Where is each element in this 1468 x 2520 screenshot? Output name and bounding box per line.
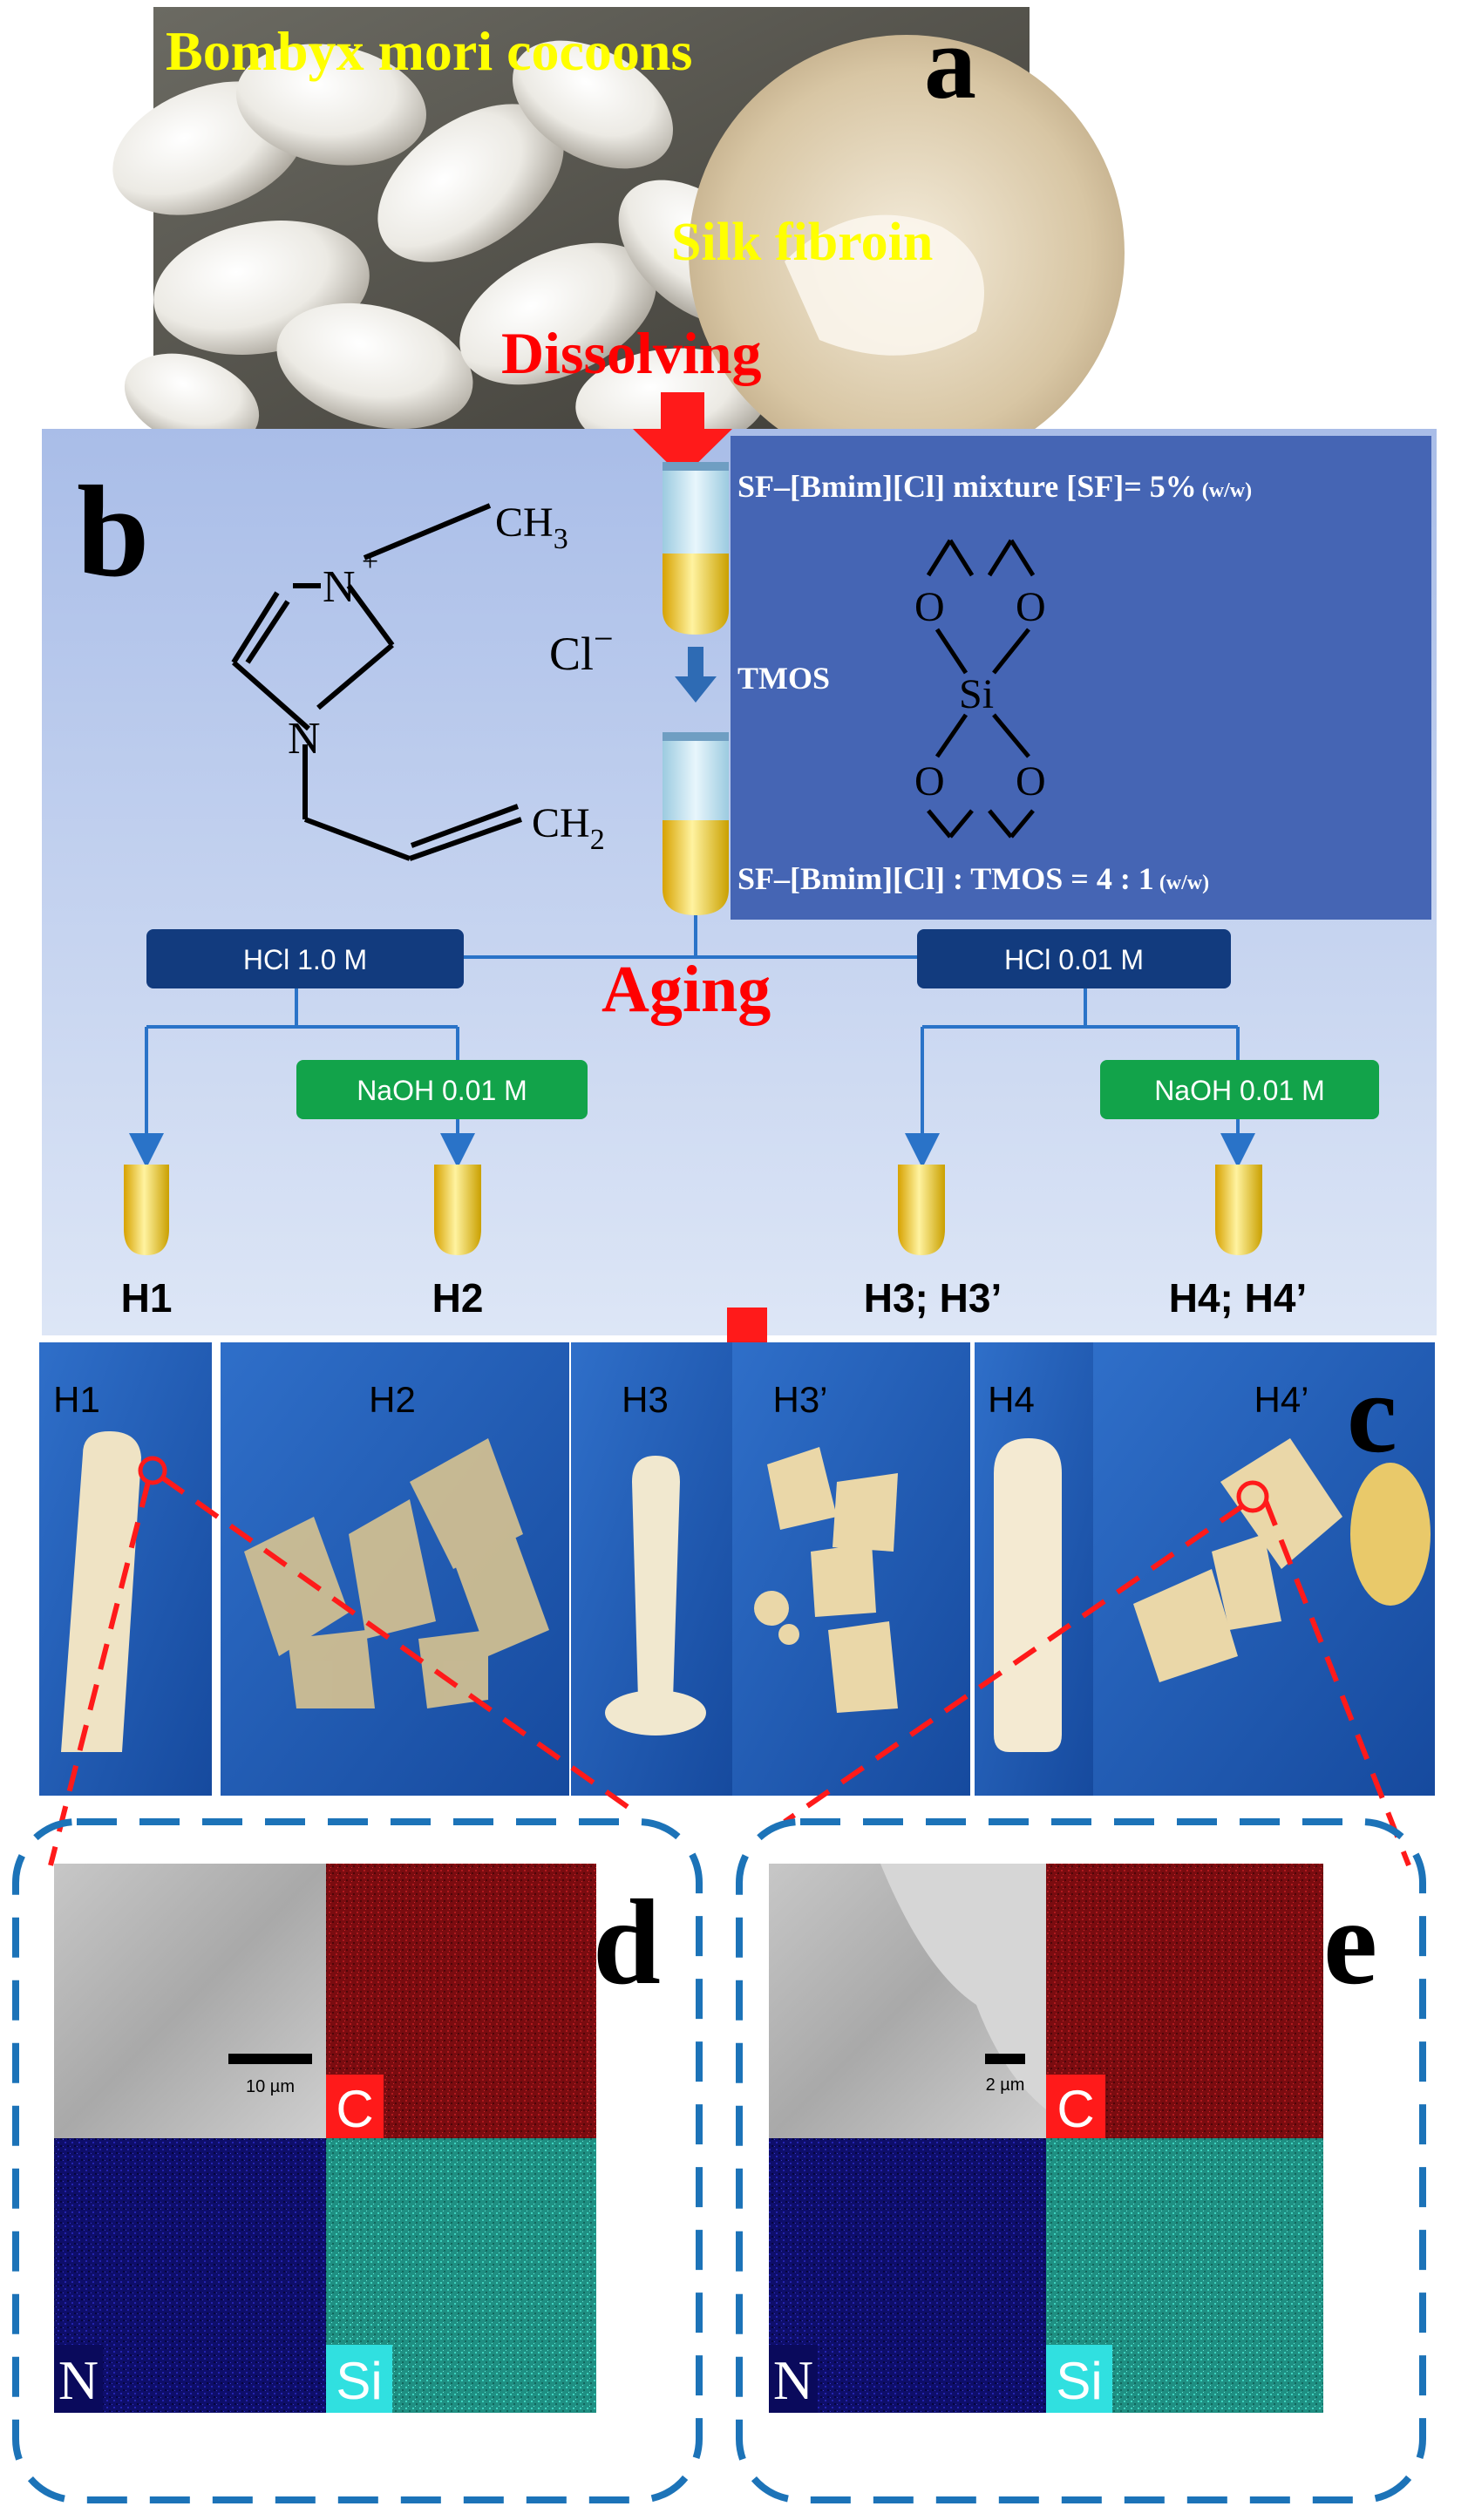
scale-bar-e — [985, 2054, 1025, 2064]
hcl-001m-label: HCl 0.01 M — [1004, 944, 1144, 975]
flow-lines — [129, 915, 1255, 1168]
panel-a: Bombyx mori cocoons Silk fibroin a Disso… — [112, 4, 1125, 471]
product-h1: H1 — [121, 1275, 173, 1321]
naoh-left-box — [296, 1060, 588, 1119]
sample-h1 — [61, 1431, 141, 1752]
element-n-d: N — [58, 2349, 99, 2411]
n-plus-atom: N — [323, 562, 356, 612]
sample-h3-prime — [754, 1447, 898, 1713]
scale-bar-d — [228, 2054, 312, 2064]
label-h3: H3 — [622, 1379, 669, 1420]
tube-mixture — [663, 462, 729, 635]
panel-letter-d: d — [593, 1875, 661, 2010]
panel-letter-c: c — [1347, 1351, 1397, 1477]
element-c-d: C — [336, 2080, 373, 2138]
zoom-circle-h1 — [138, 1456, 167, 1485]
zoom-circle-h4-prime — [1236, 1480, 1269, 1513]
panel-e-frame — [736, 1818, 1426, 2503]
scale-bar-label-e: 2 µm — [986, 2075, 1025, 2095]
label-h3-prime: H3’ — [772, 1379, 827, 1420]
hcl-1m-label: HCl 1.0 M — [243, 944, 367, 975]
n-atom: N — [288, 714, 321, 764]
product-tubes — [124, 1165, 1262, 1255]
scale-bar-label-d: 10 µm — [246, 2077, 295, 2096]
ratio-label: SF–[Bmim][Cl] : TMOS = 4 : 1(w/w) — [737, 861, 1209, 896]
element-tag-si-e — [1046, 2345, 1112, 2413]
plus-charge: + — [362, 546, 378, 578]
panel-letter-e: e — [1323, 1875, 1377, 2010]
aging-label: Aging — [601, 953, 771, 1026]
tube-composite — [663, 732, 729, 915]
panel-e: 2 µm C N Si e — [736, 1818, 1426, 2503]
cocoons-group — [112, 40, 777, 454]
panel-letter-a: a — [924, 4, 976, 120]
product-h4: H4; H4’ — [1169, 1275, 1307, 1321]
naoh-right-label: NaOH 0.01 M — [1154, 1075, 1325, 1106]
oxygen-atom-4: O — [1016, 758, 1046, 805]
zoom-lines — [48, 1475, 1411, 1867]
element-tag-n-e — [769, 2345, 818, 2413]
product-h2: H2 — [432, 1275, 484, 1321]
label-h4: H4 — [988, 1379, 1035, 1420]
element-tag-n-d — [54, 2345, 103, 2413]
panel-c: H1 H2 H3 H3’ H4 H4’ c — [39, 1342, 1435, 1867]
tmos-arrow — [675, 647, 717, 703]
sem-image-d — [54, 1864, 326, 2138]
label-h2: H2 — [369, 1379, 416, 1420]
silica-info-box — [731, 436, 1431, 920]
panel-d-frame — [12, 1818, 703, 2503]
naoh-left-label: NaOH 0.01 M — [357, 1075, 527, 1106]
ch3-group: CH3 — [495, 499, 568, 555]
hcl-001m-box — [917, 929, 1231, 988]
element-n-e: N — [773, 2349, 813, 2411]
cocoons-label: Bombyx mori cocoons — [166, 20, 692, 82]
oxygen-atom-2: O — [1016, 584, 1046, 630]
chloride-ion: Cl− — [549, 619, 614, 680]
element-tag-c-e — [1046, 2075, 1105, 2138]
silk-fibroin-label: Silk fibroin — [671, 213, 933, 272]
element-si-e: Si — [1056, 2352, 1102, 2410]
dissolving-arrow — [633, 392, 732, 478]
sample-h4 — [994, 1438, 1062, 1752]
silicon-atom: Si — [959, 671, 994, 717]
panel-b: b N + N CH3 CH2 Cl− — [42, 392, 1437, 1335]
product-h3: H3; H3’ — [864, 1275, 1002, 1321]
panel-letter-b: b — [77, 459, 149, 604]
oxygen-atom-1: O — [914, 584, 945, 630]
naoh-right-box — [1100, 1060, 1379, 1119]
oxygen-atom-3: O — [914, 758, 945, 805]
imidazolium-structure — [231, 503, 522, 861]
tmos-structure — [926, 539, 1036, 839]
element-tag-si-d — [326, 2345, 392, 2413]
label-h4-prime: H4’ — [1254, 1379, 1308, 1420]
dissolving-label: Dissolving — [501, 320, 762, 386]
element-si-d: Si — [336, 2352, 382, 2410]
sample-h3 — [605, 1456, 706, 1735]
tmos-label: TMOS — [737, 661, 830, 696]
ch2-group: CH2 — [532, 800, 605, 856]
panel-d: 10 µm C N Si d — [12, 1818, 703, 2503]
element-c-e: C — [1057, 2080, 1094, 2138]
mixture-label: SF–[Bmim][Cl] mixture [SF]= 5%(w/w) — [737, 469, 1252, 504]
hcl-1m-box — [146, 929, 464, 988]
label-h1: H1 — [53, 1379, 100, 1420]
sample-h4-prime — [1133, 1438, 1431, 1682]
element-tag-c-d — [326, 2075, 384, 2138]
